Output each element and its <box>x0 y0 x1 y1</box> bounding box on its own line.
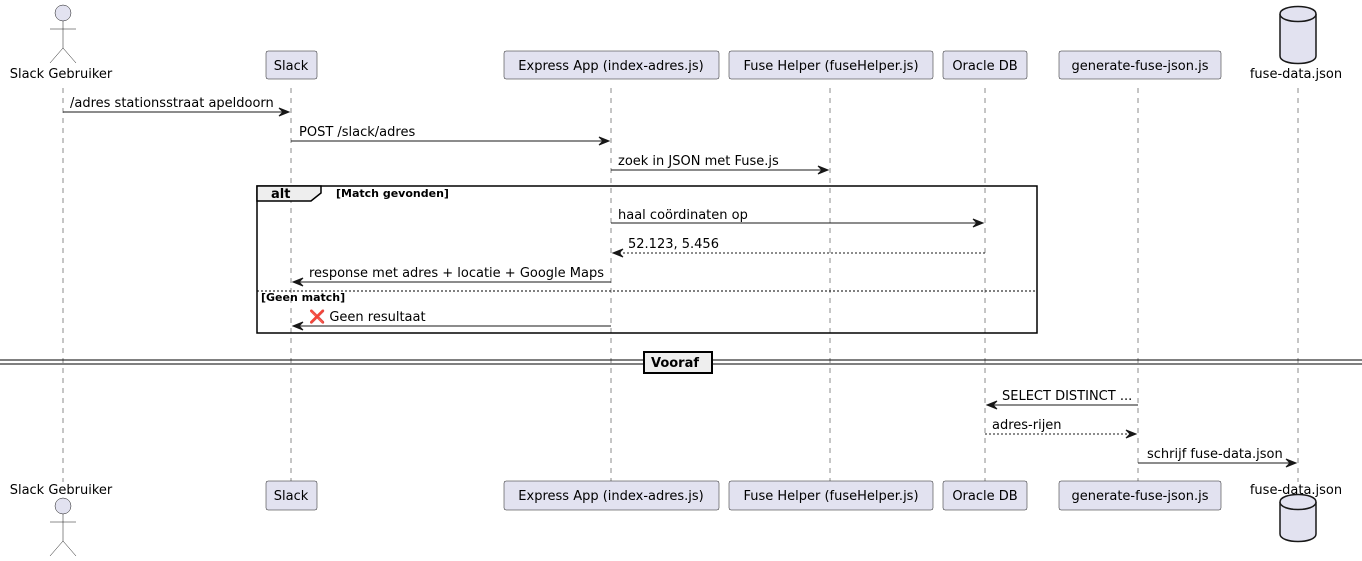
alt-fragment: alt [Match gevonden] [Geen match] <box>256 185 1038 334</box>
participant-label-oracle: Oracle DB <box>952 59 1017 74</box>
participant-label-fuse: Fuse Helper (fuseHelper.js) <box>743 59 918 74</box>
participant-box-oracle-bottom <box>942 480 1028 511</box>
actor-icon <box>49 4 77 64</box>
message-arrowhead <box>985 400 998 410</box>
message-arrowhead <box>972 218 985 228</box>
participant-label-generate: generate-fuse-json.js <box>1072 59 1209 74</box>
lifelines <box>62 88 1299 482</box>
message-arrowhead <box>598 136 611 146</box>
message-label: adres-rijen <box>992 418 1062 433</box>
message-arrowhead <box>1285 458 1298 468</box>
message-arrowhead <box>1125 429 1138 439</box>
participant-box-fuse-bottom <box>728 480 934 511</box>
participant-box-slack-bottom <box>265 480 318 511</box>
alt-fragment-tab <box>256 185 322 202</box>
alt-fragment-keyword: alt <box>271 187 290 202</box>
alt-condition-1: [Match gevonden] <box>336 187 449 200</box>
message-label: SELECT DISTINCT ... <box>1002 389 1132 404</box>
alt-fragment-frame <box>256 185 1038 334</box>
participant-label-user: Slack Gebruiker <box>10 67 113 82</box>
message-arrowhead <box>611 248 624 258</box>
actor-icon <box>49 497 77 557</box>
participant-box-generate <box>1058 50 1222 80</box>
database-icon <box>1279 5 1317 65</box>
participant-label-fusedata: fuse-data.json <box>1250 67 1342 82</box>
participants-bottom: Slack Gebruiker Slack Express App (index… <box>10 480 1342 557</box>
participant-box-express <box>503 50 720 80</box>
message-arrowhead <box>291 321 304 331</box>
message-label: zoek in JSON met Fuse.js <box>618 154 779 169</box>
participant-box-express-bottom <box>503 480 720 511</box>
participant-label-fusedata-bottom: fuse-data.json <box>1250 483 1342 498</box>
message-label: POST /slack/adres <box>299 125 415 140</box>
message-label: /adres stationsstraat apeldoorn <box>70 96 274 111</box>
participant-label-slack: Slack <box>274 59 309 74</box>
message-label: haal coördinaten op <box>618 208 748 223</box>
participant-box-fuse <box>728 50 934 80</box>
participant-label-fuse-bottom: Fuse Helper (fuseHelper.js) <box>743 489 918 504</box>
database-icon <box>1279 493 1317 543</box>
participant-label-oracle-bottom: Oracle DB <box>952 489 1017 504</box>
participant-box-generate-bottom <box>1058 480 1222 511</box>
participant-label-express: Express App (index-adres.js) <box>518 59 703 74</box>
participant-label-user-bottom: Slack Gebruiker <box>10 483 113 498</box>
divider-label: Vooraf <box>651 356 699 371</box>
alt-condition-2: [Geen match] <box>261 291 345 304</box>
divider-box <box>643 351 713 374</box>
participant-box-oracle <box>942 50 1028 80</box>
message-label: response met adres + locatie + Google Ma… <box>309 266 604 281</box>
participant-label-express-bottom: Express App (index-adres.js) <box>518 489 703 504</box>
participant-label-slack-bottom: Slack <box>274 489 309 504</box>
participant-label-generate-bottom: generate-fuse-json.js <box>1072 489 1209 504</box>
participant-box-slack <box>265 50 318 80</box>
message-arrowhead <box>278 107 291 117</box>
divider: Vooraf <box>0 351 1362 374</box>
message-label: schrijf fuse-data.json <box>1147 447 1283 462</box>
message-arrowhead <box>817 165 830 175</box>
participants-top: Slack Gebruiker Slack Express App (index… <box>10 4 1342 82</box>
message-arrowhead <box>291 277 304 287</box>
message-label: ❌ Geen resultaat <box>309 309 426 325</box>
messages: /adres stationsstraat apeldoorn POST /sl… <box>63 96 1298 468</box>
message-label: 52.123, 5.456 <box>628 237 719 252</box>
